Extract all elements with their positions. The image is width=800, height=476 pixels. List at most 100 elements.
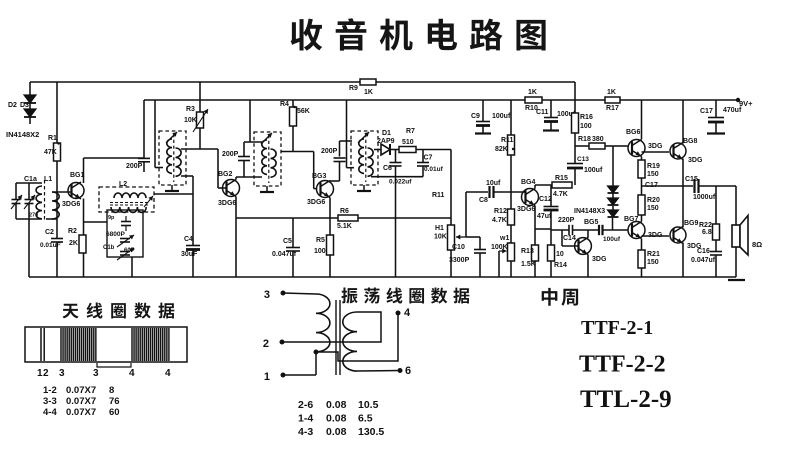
svg-text:C15: C15 bbox=[685, 176, 698, 183]
svg-text:R9: R9 bbox=[349, 85, 358, 92]
svg-text:2K: 2K bbox=[69, 240, 78, 247]
svg-text:C1a: C1a bbox=[24, 176, 37, 183]
svg-text:1000uf: 1000uf bbox=[693, 194, 716, 201]
svg-text:8: 8 bbox=[109, 385, 114, 396]
svg-text:0.08: 0.08 bbox=[326, 413, 347, 425]
svg-text:2: 2 bbox=[263, 338, 269, 350]
svg-text:510: 510 bbox=[402, 139, 414, 146]
svg-text:R17: R17 bbox=[606, 105, 619, 112]
svg-text:6: 6 bbox=[405, 365, 411, 377]
svg-text:150: 150 bbox=[647, 259, 659, 266]
svg-text:9V+: 9V+ bbox=[739, 99, 753, 108]
svg-text:380: 380 bbox=[592, 136, 604, 143]
svg-text:C14: C14 bbox=[563, 235, 576, 242]
svg-text:8Ω: 8Ω bbox=[752, 240, 762, 249]
svg-text:2-6: 2-6 bbox=[298, 399, 313, 411]
svg-text:R10: R10 bbox=[525, 105, 538, 112]
svg-text:4-4: 4-4 bbox=[43, 407, 57, 418]
svg-text:3DG: 3DG bbox=[688, 157, 703, 164]
svg-text:200P: 200P bbox=[222, 151, 239, 158]
svg-text:270: 270 bbox=[29, 213, 38, 219]
svg-text:R3: R3 bbox=[186, 106, 195, 113]
svg-text:4.7K: 4.7K bbox=[553, 191, 568, 198]
svg-text:100: 100 bbox=[580, 123, 592, 130]
svg-text:C9: C9 bbox=[471, 113, 480, 120]
svg-text:R13: R13 bbox=[521, 248, 534, 255]
svg-text:D1: D1 bbox=[382, 130, 391, 137]
svg-text:0.07X7: 0.07X7 bbox=[66, 407, 96, 418]
svg-text:TTF-2-2: TTF-2-2 bbox=[579, 352, 666, 378]
svg-text:R5: R5 bbox=[316, 237, 325, 244]
svg-text:3DG: 3DG bbox=[648, 143, 663, 150]
svg-text:3DG6: 3DG6 bbox=[218, 200, 236, 207]
svg-text:D2: D2 bbox=[8, 102, 17, 109]
svg-text:C1b: C1b bbox=[103, 245, 115, 251]
svg-text:130.5: 130.5 bbox=[358, 426, 384, 438]
svg-text:TTF-2-1: TTF-2-1 bbox=[581, 317, 653, 339]
svg-text:C2: C2 bbox=[45, 229, 54, 236]
svg-text:R1: R1 bbox=[48, 135, 57, 142]
svg-text:150: 150 bbox=[647, 171, 659, 178]
svg-text:C11: C11 bbox=[536, 109, 549, 116]
svg-text:R21: R21 bbox=[647, 251, 660, 258]
svg-text:C8: C8 bbox=[479, 197, 488, 204]
svg-text:R22: R22 bbox=[699, 222, 712, 229]
svg-text:4: 4 bbox=[129, 368, 135, 379]
svg-text:R6: R6 bbox=[340, 208, 349, 215]
svg-text:100uf: 100uf bbox=[557, 111, 576, 118]
svg-text:3DG: 3DG bbox=[687, 243, 702, 250]
svg-text:0.01uF: 0.01uF bbox=[40, 242, 61, 249]
svg-text:IN4148X2: IN4148X2 bbox=[6, 130, 39, 139]
svg-text:30uF: 30uF bbox=[181, 251, 198, 258]
svg-text:0.047uf: 0.047uf bbox=[272, 251, 297, 258]
svg-text:1K: 1K bbox=[364, 89, 373, 96]
svg-text:10K: 10K bbox=[434, 234, 447, 241]
svg-text:47uf: 47uf bbox=[537, 213, 552, 220]
svg-text:R20: R20 bbox=[647, 197, 660, 204]
svg-text:D3: D3 bbox=[20, 102, 29, 109]
svg-text:R2: R2 bbox=[68, 228, 77, 235]
svg-text:R4: R4 bbox=[280, 101, 289, 108]
svg-text:0.01uf: 0.01uf bbox=[424, 166, 444, 173]
svg-text:4.7K: 4.7K bbox=[492, 217, 507, 224]
svg-text:10K: 10K bbox=[184, 117, 197, 124]
svg-text:82K: 82K bbox=[495, 146, 508, 153]
svg-text:C7: C7 bbox=[424, 155, 433, 162]
svg-text:100uf: 100uf bbox=[603, 236, 621, 243]
svg-text:10: 10 bbox=[556, 251, 564, 258]
svg-text:BG9: BG9 bbox=[684, 220, 699, 227]
svg-text:C17: C17 bbox=[700, 108, 713, 115]
svg-text:C6: C6 bbox=[383, 165, 392, 172]
svg-text:220P: 220P bbox=[558, 217, 575, 224]
svg-text:100K: 100K bbox=[491, 244, 508, 251]
svg-text:10uf: 10uf bbox=[486, 180, 501, 187]
svg-text:47K: 47K bbox=[44, 149, 57, 156]
svg-text:TTL-2-9: TTL-2-9 bbox=[580, 386, 672, 413]
svg-text:3DG6: 3DG6 bbox=[62, 201, 80, 208]
svg-text:0.022uf: 0.022uf bbox=[389, 179, 412, 186]
svg-text:C16: C16 bbox=[697, 248, 710, 255]
svg-text:C13: C13 bbox=[577, 156, 589, 163]
svg-text:L1: L1 bbox=[44, 176, 52, 183]
svg-text:C5: C5 bbox=[283, 238, 292, 245]
svg-text:150: 150 bbox=[647, 205, 659, 212]
svg-text:R16: R16 bbox=[580, 114, 593, 121]
svg-text:6800P: 6800P bbox=[106, 231, 125, 238]
svg-text:R18: R18 bbox=[578, 136, 591, 143]
svg-text:3DG6: 3DG6 bbox=[517, 206, 535, 213]
svg-text:6.5: 6.5 bbox=[358, 413, 373, 425]
svg-text:3: 3 bbox=[264, 289, 270, 301]
svg-text:1: 1 bbox=[264, 371, 270, 383]
svg-text:BG4: BG4 bbox=[521, 179, 536, 186]
svg-text:R12: R12 bbox=[494, 208, 507, 215]
svg-text:H1: H1 bbox=[435, 225, 444, 232]
svg-text:6.8: 6.8 bbox=[702, 229, 712, 236]
svg-text:9p: 9p bbox=[108, 215, 115, 221]
svg-text:3DG: 3DG bbox=[592, 256, 607, 263]
svg-text:BG1: BG1 bbox=[70, 172, 85, 179]
svg-text:1-4: 1-4 bbox=[298, 413, 313, 425]
svg-text:4-3: 4-3 bbox=[298, 426, 313, 438]
svg-text:C12: C12 bbox=[539, 196, 552, 203]
svg-text:IN4148X3: IN4148X3 bbox=[574, 208, 605, 215]
svg-text:BG3: BG3 bbox=[312, 173, 327, 180]
